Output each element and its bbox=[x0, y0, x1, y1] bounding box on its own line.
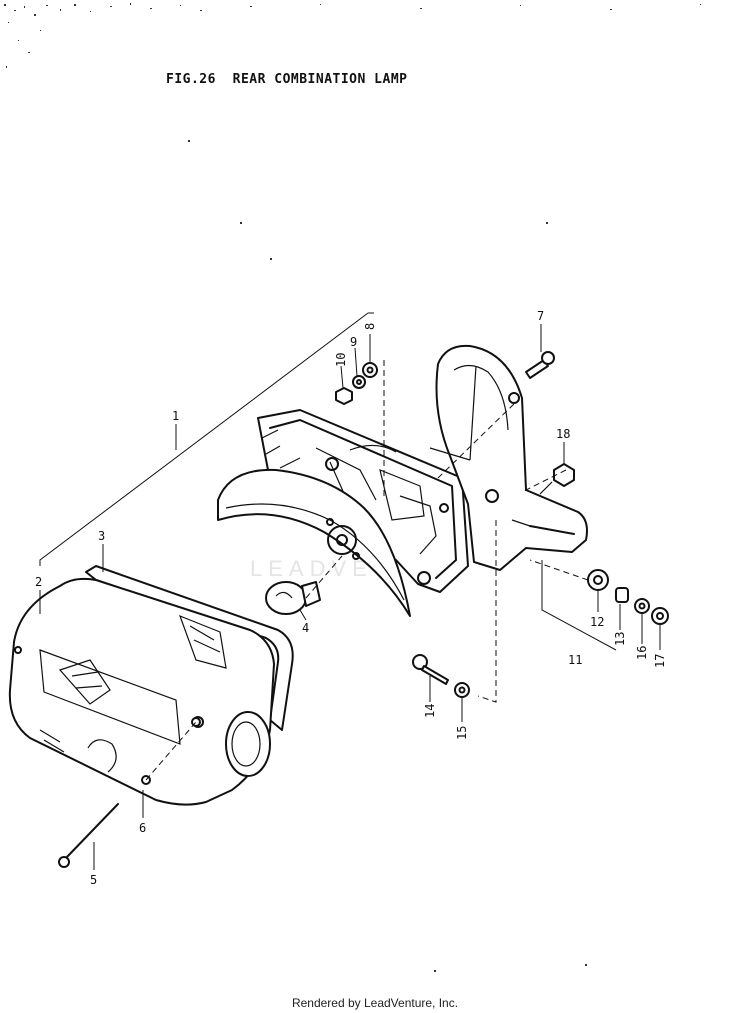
lamp-lens bbox=[8, 565, 294, 806]
footer-credit: Rendered by LeadVenture, Inc. bbox=[291, 996, 459, 1010]
callout-13: 13 bbox=[613, 632, 627, 646]
callout-leaders bbox=[39, 324, 661, 870]
callout-2: 2 bbox=[35, 575, 42, 589]
callout-3: 3 bbox=[98, 529, 105, 543]
callout-16: 16 bbox=[635, 646, 649, 660]
callout-14: 14 bbox=[423, 704, 437, 718]
bulb bbox=[265, 581, 321, 615]
scan-noise bbox=[4, 3, 701, 972]
callout-9: 9 bbox=[350, 335, 357, 349]
callout-7: 7 bbox=[537, 309, 544, 323]
mounting-bracket bbox=[429, 344, 588, 571]
long-screw bbox=[58, 803, 119, 868]
watermark-text: LEADVE bbox=[250, 556, 373, 581]
callout-5: 5 bbox=[90, 873, 97, 887]
callout-6: 6 bbox=[139, 821, 146, 835]
leader-1 bbox=[39, 312, 374, 566]
figure-title: FIG.26 REAR COMBINATION LAMP bbox=[166, 72, 408, 87]
callout-12: 12 bbox=[590, 615, 604, 629]
small-parts bbox=[191, 351, 669, 727]
callout-8: 8 bbox=[363, 323, 377, 330]
callout-10: 10 bbox=[334, 353, 348, 367]
callout-numbers: 1 2 3 4 5 6 7 8 9 10 11 12 13 14 15 16 1… bbox=[35, 309, 667, 887]
callout-11: 11 bbox=[568, 653, 582, 667]
callout-17: 17 bbox=[653, 654, 667, 668]
alignment-lines bbox=[145, 360, 589, 781]
callout-18: 18 bbox=[556, 427, 570, 441]
reflector bbox=[217, 468, 411, 617]
callout-15: 15 bbox=[455, 726, 469, 740]
callout-4: 4 bbox=[302, 621, 309, 635]
callout-1: 1 bbox=[172, 409, 179, 423]
